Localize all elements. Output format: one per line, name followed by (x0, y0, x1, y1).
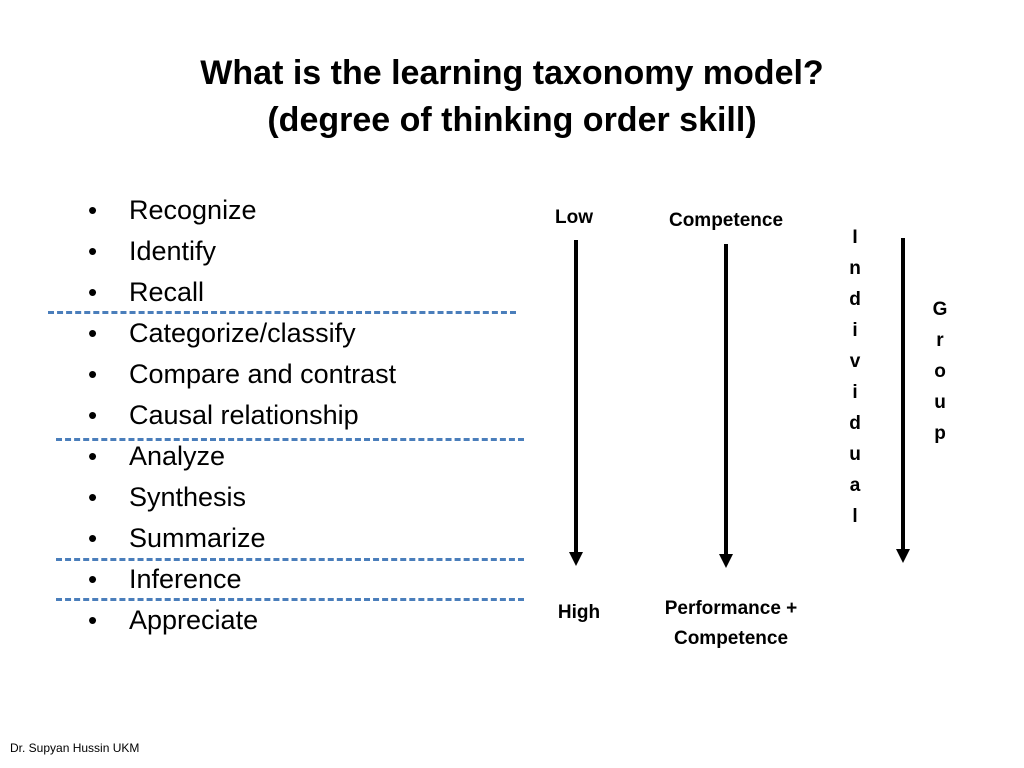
group-letter: p (934, 423, 946, 444)
list-item: Identify (88, 231, 396, 272)
individual-letter: v (849, 351, 861, 372)
group-letter: u (934, 392, 946, 413)
competence-label: Competence (668, 210, 784, 231)
group-arrow (896, 238, 910, 563)
group-label: G r o u p (930, 294, 950, 449)
divider-line-1 (48, 311, 516, 314)
individual-letter: u (849, 444, 861, 465)
list-item: Recall (88, 272, 396, 313)
list-item: Causal relationship (88, 395, 396, 436)
individual-letter: I (852, 227, 858, 248)
individual-letter: i (852, 320, 858, 341)
list-item: Inference (88, 559, 396, 600)
list-item: Recognize (88, 190, 396, 231)
individual-letter: d (849, 289, 861, 310)
individual-letter: n (849, 258, 861, 279)
list-item: Categorize/classify (88, 313, 396, 354)
performance-label: Performance + Competence (648, 594, 814, 654)
competence-arrow (719, 244, 733, 568)
low-high-arrow (569, 240, 583, 566)
list-item: Analyze (88, 436, 396, 477)
performance-line-2: Competence (673, 628, 789, 649)
list-item: Appreciate (88, 600, 396, 641)
list-item: Compare and contrast (88, 354, 396, 395)
group-letter: r (936, 330, 944, 351)
performance-line-1: Performance + (664, 598, 798, 619)
list-item: Summarize (88, 518, 396, 559)
individual-letter: a (849, 475, 861, 496)
group-letter: o (934, 361, 946, 382)
title-line-2: (degree of thinking order skill) (267, 101, 757, 139)
individual-letter: d (849, 413, 861, 434)
divider-line-2 (56, 438, 524, 441)
low-label: Low (555, 207, 593, 228)
individual-letter: l (852, 506, 858, 527)
title-line-1: What is the learning taxonomy model? (200, 54, 824, 92)
high-label: High (557, 602, 601, 623)
author-footer: Dr. Supyan Hussin UKM (10, 741, 140, 755)
slide-title: What is the learning taxonomy model? (de… (0, 50, 1024, 144)
individual-label: I n d i v i d u a l (845, 222, 865, 532)
divider-line-4 (56, 598, 524, 601)
divider-line-3 (56, 558, 524, 561)
skill-list: Recognize Identify Recall Categorize/cla… (88, 190, 396, 641)
individual-letter: i (852, 382, 858, 403)
list-item: Synthesis (88, 477, 396, 518)
group-letter: G (932, 299, 948, 320)
